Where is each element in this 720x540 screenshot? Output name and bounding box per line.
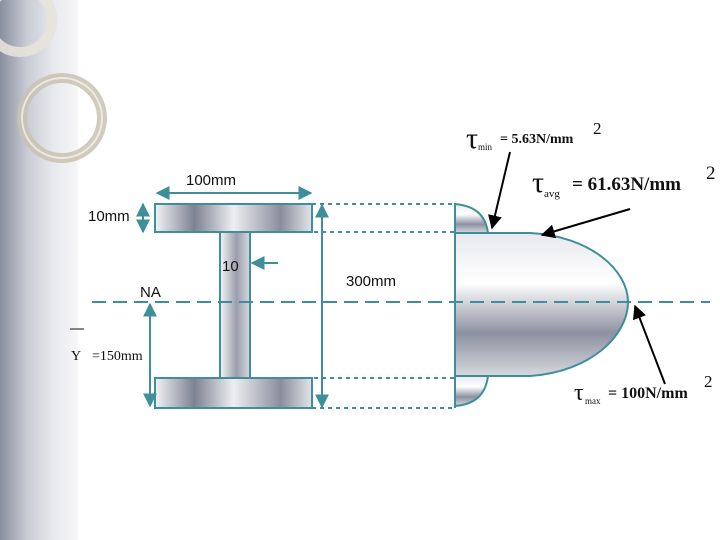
tau-min-sup: 2 [593, 119, 602, 138]
max-pointer [632, 304, 666, 385]
tau-min-symbol: τ [466, 122, 478, 155]
i-section [154, 203, 313, 409]
dimension-arrows [136, 186, 329, 409]
tau-avg-label: τ avg = 61.63N/mm 2 [532, 163, 716, 200]
web-stress-curve [454, 232, 630, 377]
tau-max-value: = 100N/mm [608, 385, 688, 402]
neutral-axis-label: NA [140, 284, 161, 301]
tau-avg-value: = 61.63N/mm [572, 174, 681, 195]
stress-pointers [488, 151, 666, 385]
tau-max-sub: max [585, 396, 601, 406]
top-flange [154, 203, 313, 233]
tau-avg-symbol: τ [532, 166, 544, 199]
tau-max-symbol: τ [574, 380, 584, 406]
web-thickness-label: 10 [222, 258, 239, 275]
tau-min-value: = 5.63N/mm [500, 132, 574, 147]
stress-distribution [454, 202, 630, 408]
tau-min-label: τ min = 5.63N/mm 2 [466, 119, 602, 155]
tau-min-sub: min [478, 142, 493, 152]
tau-max-sup: 2 [704, 372, 713, 391]
avg-pointer [540, 208, 631, 239]
width-label: 100mm [186, 172, 236, 189]
bottom-flange [154, 377, 313, 409]
top-flange-stress [454, 202, 490, 234]
ybar-symbol: Y [71, 349, 81, 364]
min-pointer [488, 151, 511, 230]
depth-label: 300mm [346, 273, 396, 290]
tau-avg-sub: avg [544, 188, 560, 200]
tau-avg-sup: 2 [706, 163, 716, 184]
tau-max-label: τ max = 100N/mm 2 [574, 372, 713, 406]
decorative-rings [0, 0, 107, 163]
ybar-value: =150mm [92, 349, 143, 364]
thickness-label: 10mm [88, 208, 130, 225]
projection-lines [250, 203, 456, 409]
web [219, 231, 251, 379]
bottom-flange-stress [454, 375, 490, 408]
